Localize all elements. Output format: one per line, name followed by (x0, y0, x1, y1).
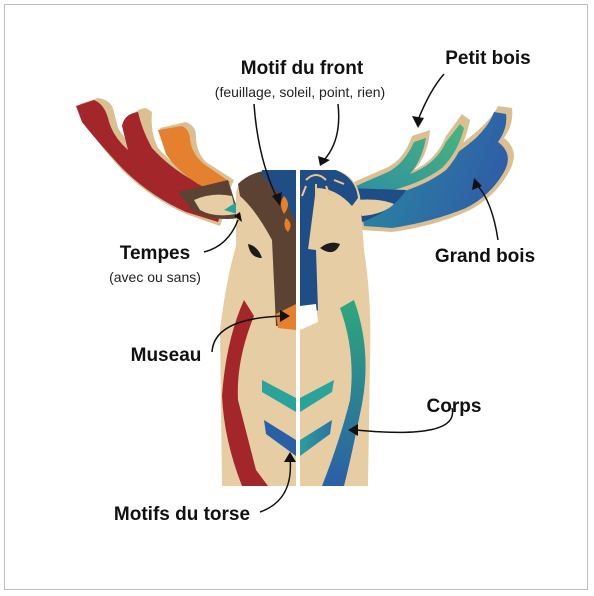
arrowhead-motif-front-right (318, 156, 330, 166)
diagram-frame (4, 4, 588, 590)
arrow-motifs-torse (259, 457, 292, 513)
labels: Motif du front (feuillage, soleil, point… (109, 48, 535, 525)
sun-motif (301, 174, 345, 197)
annotation-arrows (203, 73, 499, 513)
arrowhead-museau (280, 310, 290, 322)
arrowhead-petit-bois (412, 116, 424, 128)
label-motif-front-sub: (feuillage, soleil, point, rien) (215, 84, 385, 100)
arrow-tempes (203, 219, 239, 253)
label-motif-front: Motif du front (241, 58, 364, 79)
left-head-half (220, 170, 296, 486)
label-petit-bois: Petit bois (445, 48, 531, 69)
label-grand-bois: Grand bois (435, 246, 535, 267)
right-petit-bois-shape (354, 114, 470, 200)
label-corps: Corps (427, 396, 482, 417)
left-petit-bois-shape (158, 122, 234, 198)
arrowhead-corps (348, 424, 358, 436)
label-motifs-torse: Motifs du torse (114, 504, 250, 525)
arrow-petit-bois (417, 73, 445, 121)
arrow-motif-front-left (253, 103, 279, 201)
arrowhead-grand-bois (472, 178, 482, 190)
arrowhead-motif-front-left (272, 192, 282, 206)
right-head-half (300, 170, 371, 486)
arrow-motif-front-right (323, 103, 340, 161)
arrowhead-motifs-torse (284, 452, 296, 462)
arrowhead-tempes (234, 212, 242, 222)
arrow-corps (355, 407, 454, 434)
label-tempes-sub: (avec ou sans) (109, 269, 201, 285)
label-tempes: Tempes (120, 243, 190, 264)
arrow-museau (211, 315, 285, 353)
label-museau: Museau (131, 345, 202, 366)
